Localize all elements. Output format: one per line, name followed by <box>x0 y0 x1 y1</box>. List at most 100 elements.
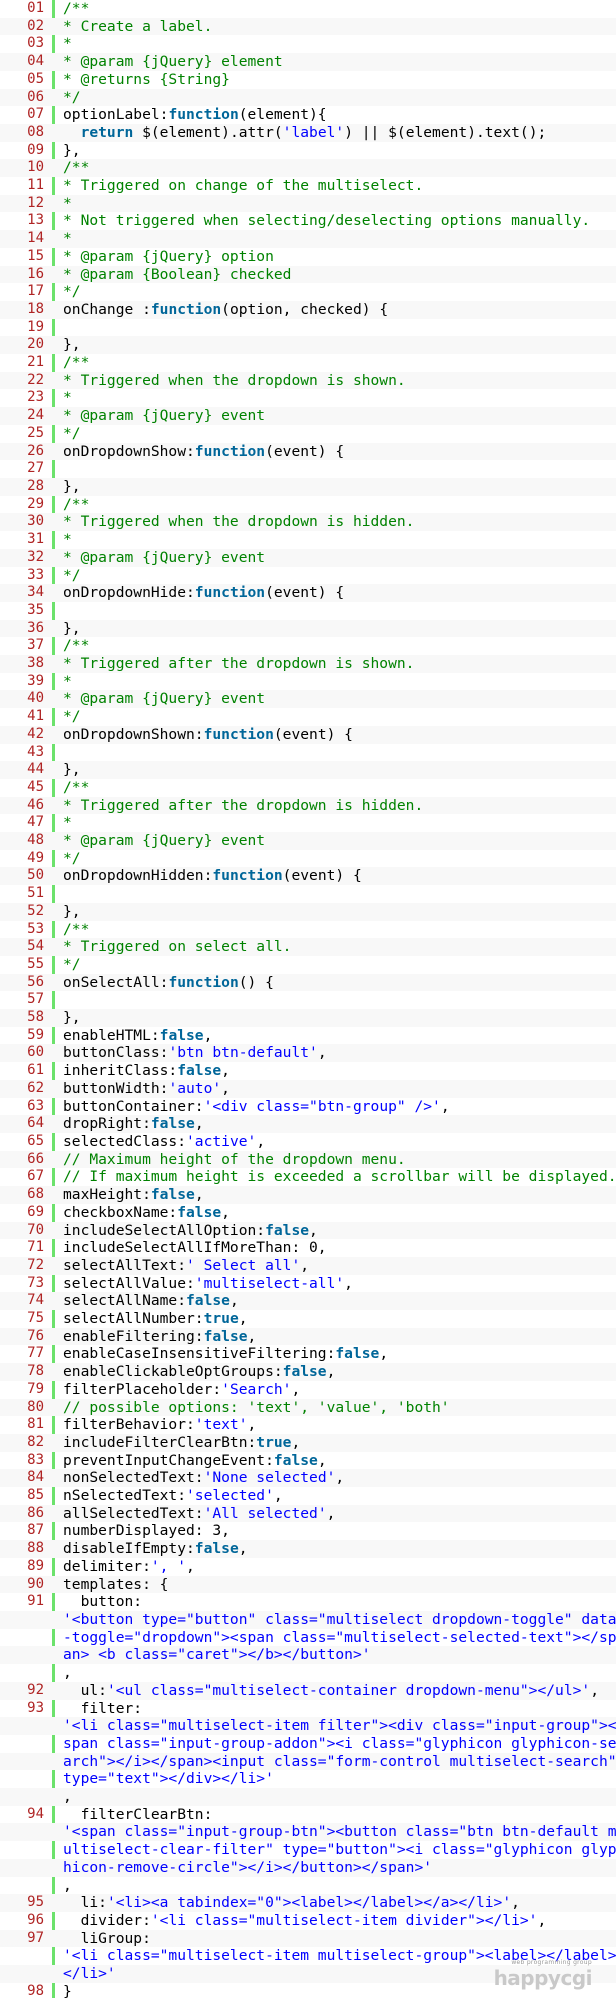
line-code: includeFilterClearBtn:true, <box>60 1434 300 1452</box>
code-token: preventInputChangeEvent: <box>63 1451 274 1469</box>
code-token: * @param {jQuery} event <box>63 548 266 566</box>
line-code: * @param {jQuery} option <box>60 248 274 266</box>
code-token: false <box>150 1186 195 1204</box>
line-number: 64 <box>27 1115 44 1132</box>
code-line: 27 <box>0 460 616 478</box>
line-code: </li>' <box>60 1965 116 1983</box>
line-code: } <box>60 1983 72 2000</box>
code-token: numberDisplayed: 3, <box>63 1522 230 1540</box>
line-code: nonSelectedText:'None selected', <box>60 1469 344 1487</box>
line-code: onDropdownShown:function(event) { <box>60 726 353 744</box>
code-token: */ <box>63 283 81 301</box>
line-code: /** <box>60 637 89 655</box>
line-code: li:'<li><a tabindex="0"><label></label><… <box>60 1894 520 1912</box>
code-token: /** <box>63 159 90 177</box>
line-code: * @returns {String} <box>60 71 230 89</box>
code-token: onDropdownHide: <box>63 584 195 602</box>
code-line: 38* Triggered after the dropdown is show… <box>0 655 616 673</box>
code-line: 53/** <box>0 921 616 939</box>
code-token: dropRight: <box>63 1115 151 1133</box>
code-line: 06*/ <box>0 88 616 107</box>
line-number: 09 <box>27 141 44 158</box>
code-token: '<li class="multiselect-item multiselect… <box>63 1947 616 1965</box>
line-code: nSelectedText:'selected', <box>60 1487 283 1505</box>
code-line: 04* @param {jQuery} element <box>0 53 616 71</box>
line-code: /** <box>60 779 89 797</box>
line-code: // If maximum height is exceeded a scrol… <box>60 1168 616 1186</box>
code-token: '<ul class="multiselect-container dropdo… <box>106 1681 591 1699</box>
code-token: , <box>194 1115 204 1133</box>
line-number: 90 <box>27 1575 44 1592</box>
line-number: 97 <box>27 1929 44 1946</box>
line-code: ultiselect-clear-filter" type="button"><… <box>60 1841 616 1859</box>
code-token: '<li class="multiselect-item filter"><di… <box>63 1717 616 1735</box>
line-number <box>0 1947 52 1965</box>
line-number <box>0 1841 52 1859</box>
line-number: 88 <box>27 1540 44 1557</box>
code-token: enableClickableOptGroups: <box>63 1363 283 1381</box>
line-code: dropRight:false, <box>60 1115 204 1133</box>
line-number: 83 <box>27 1451 44 1468</box>
code-token: hicon-remove-circle"></i></button></span… <box>63 1858 433 1876</box>
code-token: true <box>256 1433 292 1451</box>
code-token: optionLabel: <box>63 106 169 124</box>
line-code: * <box>60 814 72 832</box>
line-number: 18 <box>27 300 44 317</box>
code-token: function <box>203 725 274 743</box>
line-number: 76 <box>27 1327 44 1344</box>
line-code: span class="input-group-addon"><i class=… <box>60 1735 616 1753</box>
line-code: disableIfEmpty:false, <box>60 1540 248 1558</box>
line-code: selectAllText:' Select all', <box>60 1257 309 1275</box>
line-number: 59 <box>27 1026 44 1043</box>
line-code: * @param {jQuery} element <box>60 53 283 71</box>
code-token: */ <box>63 566 81 584</box>
code-line: 21/** <box>0 354 616 372</box>
code-token: return <box>80 123 134 141</box>
code-token: li: <box>63 1894 107 1912</box>
code-token: ' Select all' <box>186 1256 301 1274</box>
line-code: delimiter:', ', <box>60 1558 195 1576</box>
line-number <box>0 1788 52 1806</box>
line-code: filterBehavior:'text', <box>60 1416 256 1434</box>
line-number: 65 <box>27 1133 44 1149</box>
code-token: , <box>300 1256 310 1274</box>
code-token: buttonContainer: <box>63 1097 204 1115</box>
code-token: selectAllValue: <box>63 1274 195 1292</box>
line-code: '<span class="input-group-btn"><button c… <box>60 1823 616 1841</box>
code-line: 33*/ <box>0 567 616 585</box>
line-code: -toggle="dropdown"><span class="multisel… <box>60 1629 616 1647</box>
code-token: , <box>63 1876 72 1894</box>
line-number: 84 <box>27 1469 44 1486</box>
line-number: 57 <box>27 991 44 1008</box>
line-code: }, <box>60 761 81 779</box>
line-code: enableClickableOptGroups:false, <box>60 1363 335 1381</box>
watermark-tagline: web programming group <box>511 1959 592 1966</box>
line-number: 03 <box>27 35 44 52</box>
code-token: selectAllText: <box>63 1256 187 1274</box>
line-number: 58 <box>27 1009 44 1026</box>
code-line: 36}, <box>0 619 616 638</box>
code-token: 'btn btn-default' <box>168 1044 318 1062</box>
line-code: // Maximum height of the dropdown menu. <box>60 1151 406 1169</box>
code-token: * @param {jQuery} event <box>63 690 266 708</box>
code-token: false <box>177 1203 222 1221</box>
code-line: , <box>0 1788 616 1806</box>
code-token: selectAllName: <box>63 1292 187 1310</box>
code-token <box>63 460 72 477</box>
code-line: 20}, <box>0 336 616 355</box>
code-line: 95 li:'<li><a tabindex="0"><label></labe… <box>0 1894 616 1912</box>
line-number: 15 <box>27 247 44 264</box>
line-number <box>0 1611 52 1629</box>
line-code: */ <box>60 283 81 301</box>
code-line: 45/** <box>0 779 616 797</box>
code-token: onDropdownShown: <box>63 725 204 743</box>
code-token: type="text"></div></li>' <box>63 1770 274 1788</box>
line-code: includeSelectAllIfMoreThan: 0, <box>60 1239 327 1257</box>
